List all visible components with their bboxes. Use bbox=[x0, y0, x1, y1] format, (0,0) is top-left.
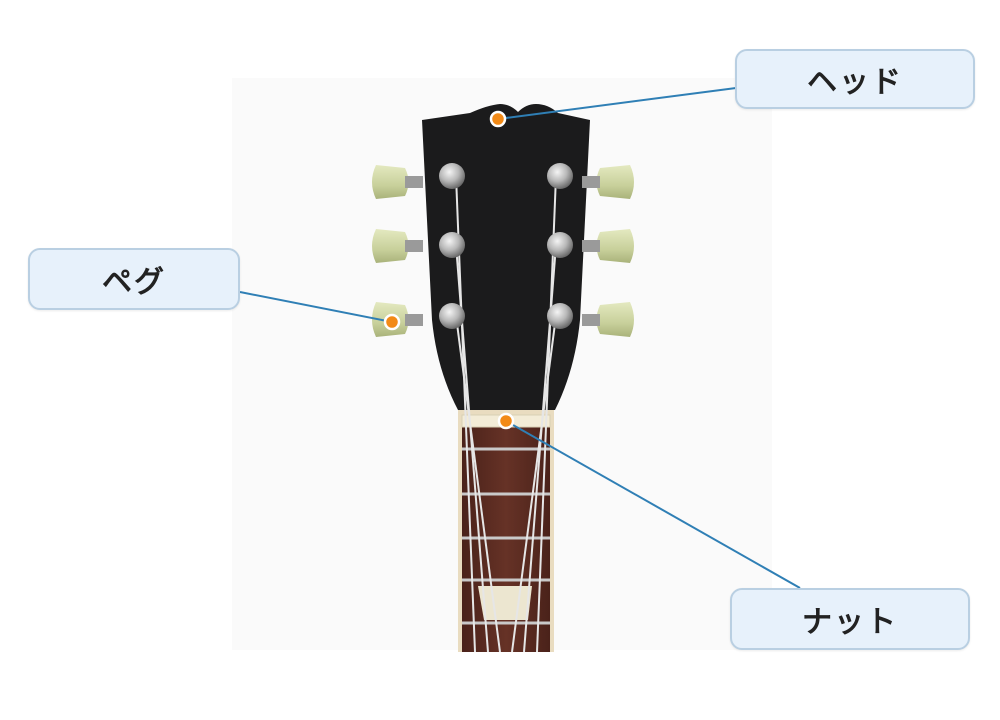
tuner-post bbox=[547, 232, 573, 258]
tuner-shaft bbox=[582, 240, 600, 252]
tuner-shaft bbox=[405, 314, 423, 326]
tuner-button bbox=[596, 302, 634, 337]
tuner-shaft bbox=[582, 176, 600, 188]
tuner-post bbox=[439, 303, 465, 329]
nut-marker-dot bbox=[497, 412, 515, 430]
tuner-button bbox=[372, 165, 409, 199]
peg-marker-dot bbox=[383, 313, 401, 331]
tuner-post bbox=[547, 303, 573, 329]
head-label: ヘッド bbox=[735, 49, 975, 109]
peg-label: ペグ bbox=[28, 248, 240, 310]
tuner-shaft bbox=[582, 314, 600, 326]
nut-leader-line bbox=[505, 420, 801, 589]
tuner-button bbox=[596, 229, 634, 263]
head-leader-line bbox=[497, 87, 737, 120]
tuner-button bbox=[372, 229, 409, 263]
tuner-shaft bbox=[405, 240, 423, 252]
fret-inlay bbox=[478, 586, 532, 620]
tuner-posts bbox=[439, 163, 573, 329]
tuner-button bbox=[596, 165, 634, 199]
tuner-shaft bbox=[405, 176, 423, 188]
string bbox=[455, 315, 501, 653]
tuner-buttons bbox=[372, 165, 634, 337]
peg-leader-line bbox=[239, 291, 393, 323]
tuner-post bbox=[439, 163, 465, 189]
tuner-post bbox=[547, 163, 573, 189]
tuner-post bbox=[439, 232, 465, 258]
nut-label: ナット bbox=[730, 588, 970, 650]
head-marker-dot bbox=[489, 110, 507, 128]
